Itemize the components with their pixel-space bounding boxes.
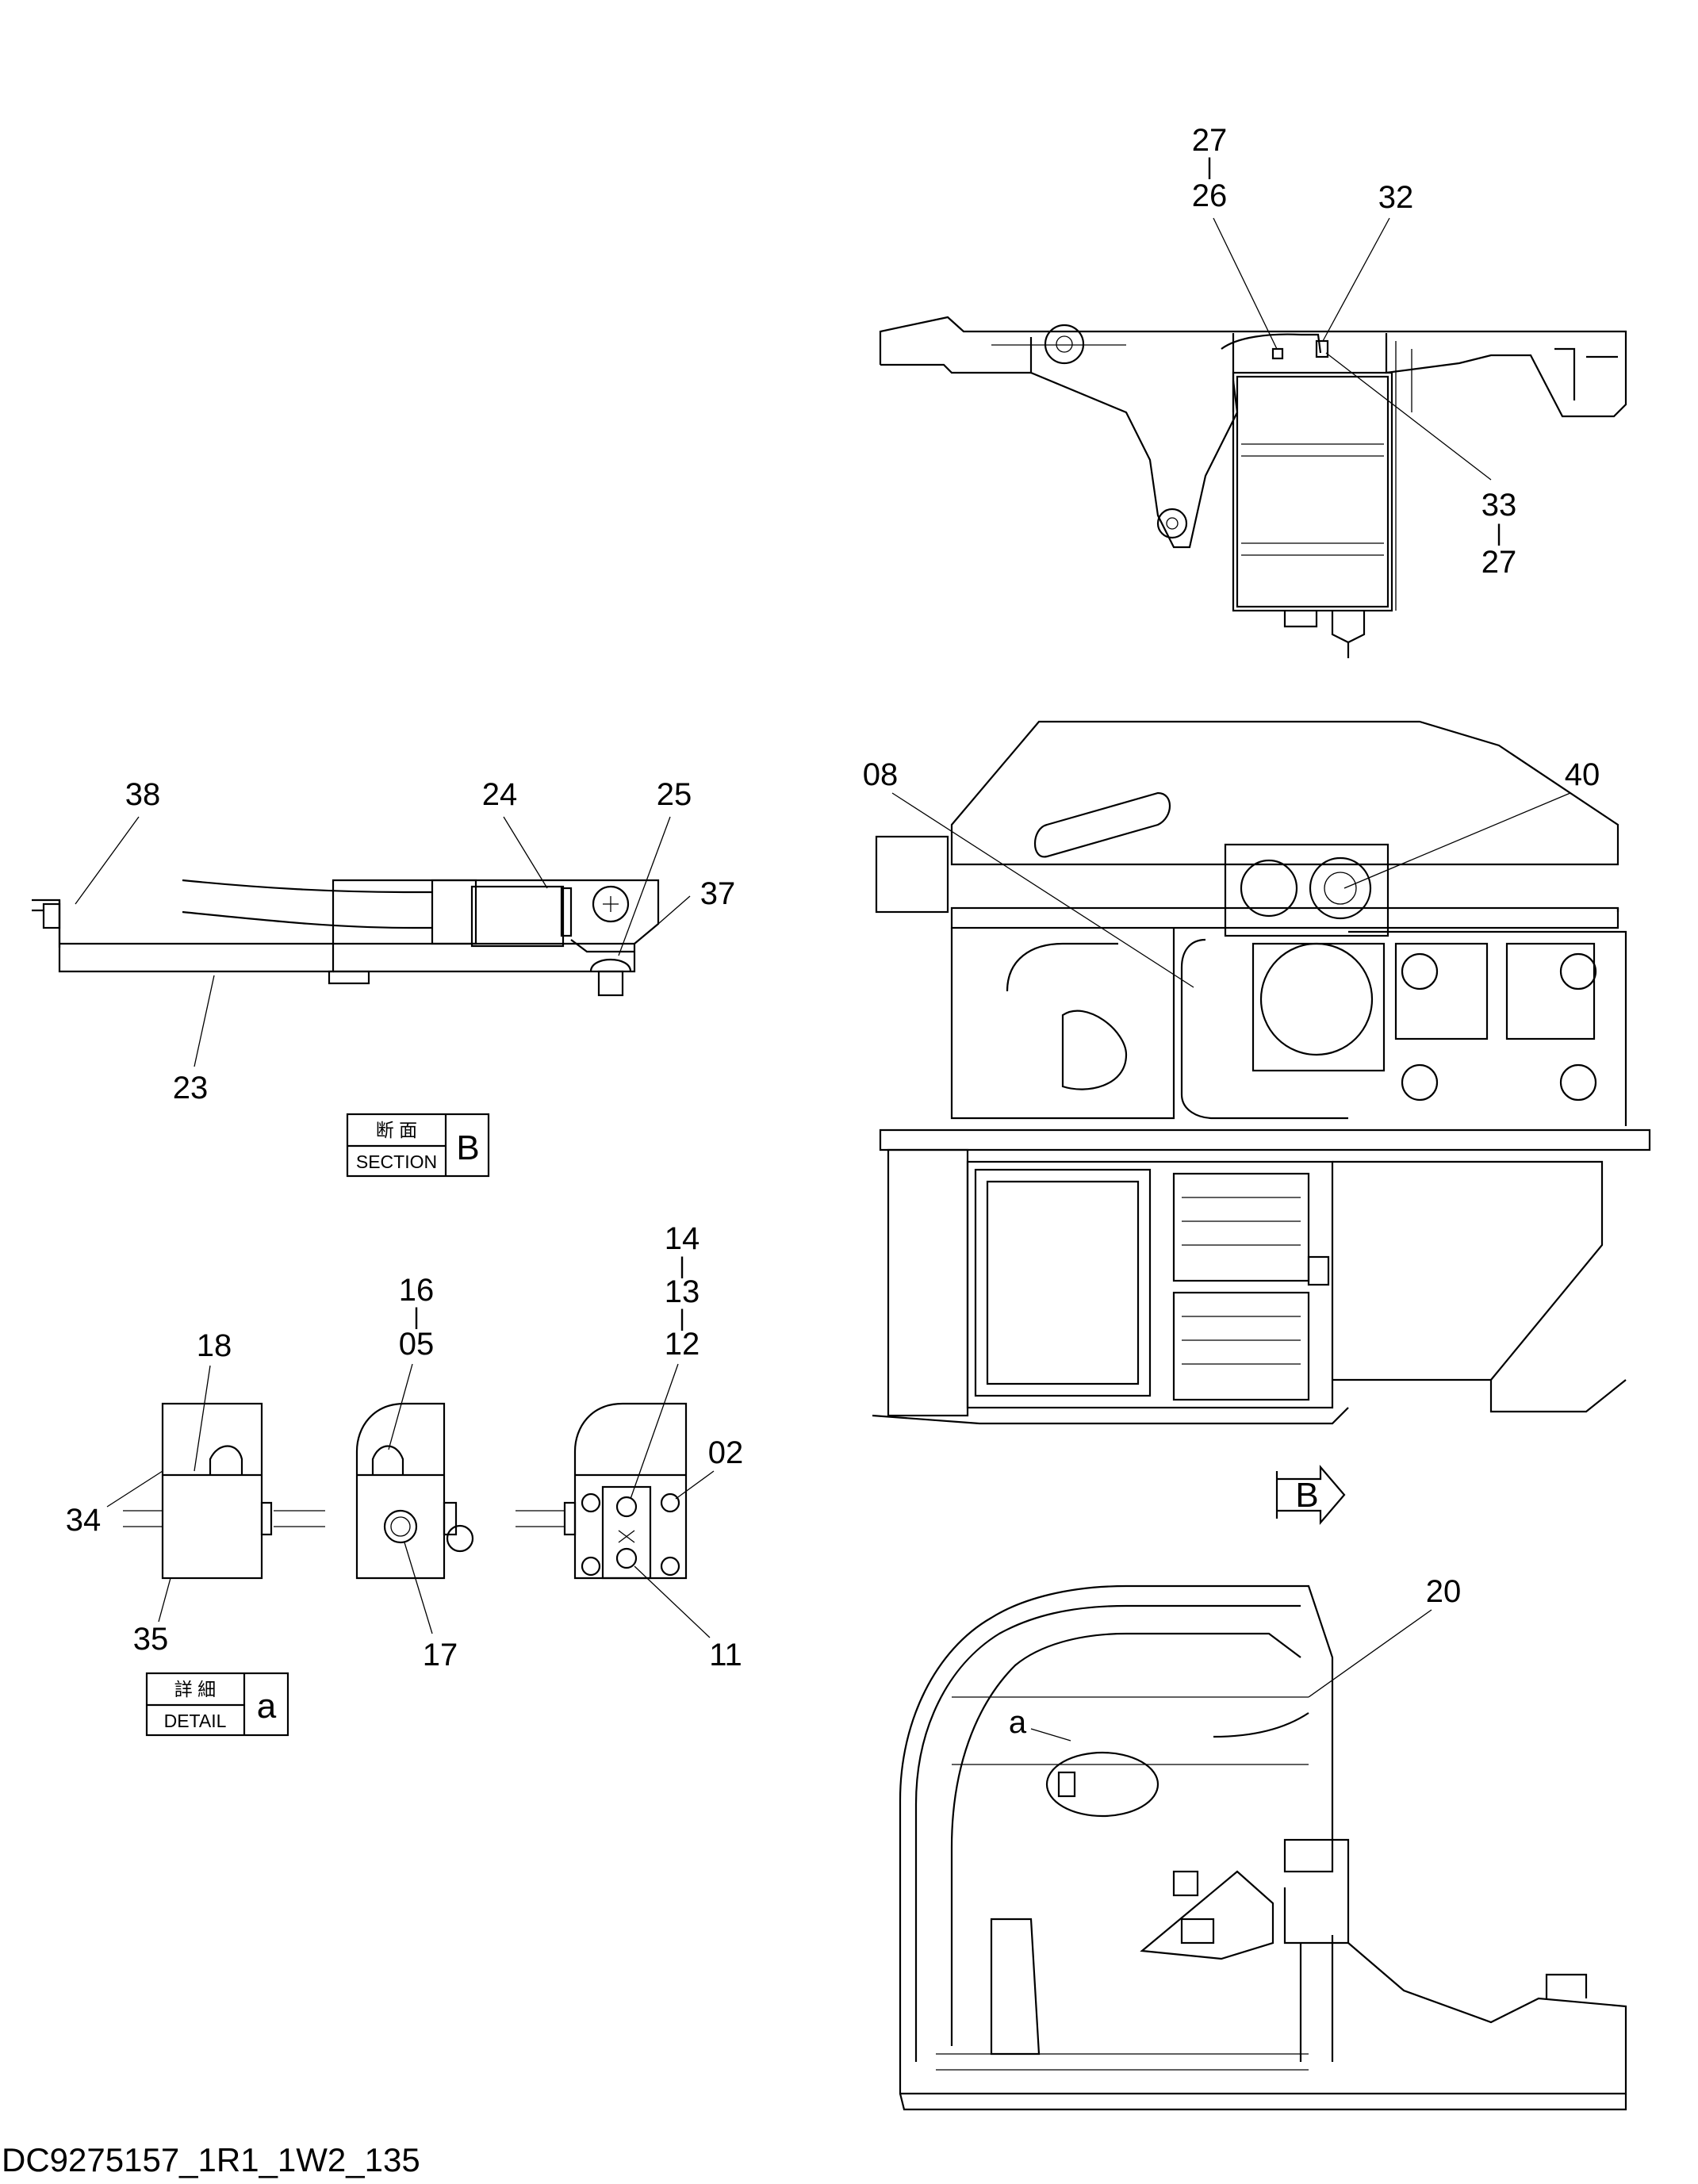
- leader-40: [1343, 792, 1571, 889]
- leader-12: [630, 1363, 679, 1500]
- leader-detail-a: [1030, 1728, 1071, 1741]
- callout-18: 18: [197, 1328, 232, 1363]
- detail-a-callouts: 18 16 | 05 14 | 13 | 12 02 34 35 17 11: [66, 1221, 744, 1672]
- leader-18: [194, 1365, 211, 1472]
- section-b-letter: B: [456, 1128, 479, 1167]
- leader-24: [503, 816, 548, 889]
- leader-26: [1213, 217, 1278, 350]
- callout-16: 16: [399, 1273, 435, 1308]
- callout-34: 34: [66, 1503, 102, 1538]
- separator: |: [1496, 520, 1502, 546]
- callout-40: 40: [1565, 757, 1600, 792]
- callout-25: 25: [657, 777, 692, 812]
- leader-34: [106, 1470, 163, 1508]
- detail-a-label: 詳 細 DETAIL a: [145, 1672, 289, 1737]
- drawing-code: DC9275157_1R1_1W2_135: [2, 2141, 420, 2178]
- separator: |: [679, 1253, 685, 1279]
- callout-20: 20: [1426, 1574, 1462, 1609]
- view-arrow-b: B: [1275, 1465, 1346, 1525]
- section-b-callouts: 38 24 25 37 23: [75, 777, 735, 1105]
- detail-a-letter: a: [257, 1687, 277, 1726]
- callout-17: 17: [423, 1638, 458, 1672]
- callout-08: 08: [863, 757, 899, 792]
- leader-17: [404, 1542, 433, 1634]
- callout-02: 02: [708, 1435, 744, 1470]
- leader-33: [1325, 352, 1492, 481]
- leader-32: [1322, 217, 1390, 342]
- callout-27-top: 27: [1192, 123, 1228, 158]
- detail-a-word: DETAIL: [164, 1711, 227, 1731]
- callout-32: 32: [1378, 180, 1414, 215]
- callout-13: 13: [665, 1274, 700, 1309]
- callout-11: 11: [709, 1638, 742, 1672]
- leader-11: [634, 1565, 711, 1638]
- top-frame-view: [879, 316, 1627, 658]
- callout-33: 33: [1481, 488, 1517, 523]
- callout-27-bottom: 27: [1481, 545, 1517, 580]
- callout-24: 24: [482, 777, 518, 812]
- callout-23: 23: [173, 1071, 209, 1105]
- separator: |: [679, 1305, 685, 1331]
- leader-05: [388, 1363, 413, 1450]
- separator: |: [413, 1304, 420, 1330]
- callout-14: 14: [665, 1221, 700, 1256]
- detail-a-view: [123, 1402, 688, 1580]
- view-arrow-letter: B: [1295, 1476, 1318, 1515]
- section-b-word: SECTION: [356, 1151, 437, 1172]
- leader-35: [158, 1577, 171, 1623]
- top-callouts: 27 | 26 32 33 | 27: [1192, 123, 1517, 580]
- middle-callouts: 08 40: [863, 757, 1600, 988]
- separator: |: [1206, 154, 1213, 180]
- leader-25: [618, 816, 671, 956]
- detail-ref-a: a: [1009, 1705, 1027, 1740]
- middle-frame-view: [872, 720, 1651, 1425]
- leader-38: [75, 816, 140, 905]
- bottom-cab-view: [899, 1584, 1627, 2111]
- callout-35: 35: [133, 1622, 169, 1657]
- section-b-label: 断 面 SECTION B: [346, 1113, 490, 1178]
- callout-37: 37: [700, 876, 736, 911]
- callout-26: 26: [1192, 178, 1228, 213]
- callout-38: 38: [125, 777, 161, 812]
- callout-12: 12: [665, 1327, 700, 1362]
- bottom-callouts: 20 a: [1009, 1574, 1461, 1741]
- section-b-kanji: 断 面: [376, 1120, 417, 1140]
- callout-05: 05: [399, 1327, 435, 1362]
- leader-37: [657, 895, 691, 925]
- section-b-view: [32, 879, 660, 997]
- leader-23: [194, 975, 215, 1067]
- detail-a-kanji: 詳 細: [174, 1679, 216, 1699]
- leader-20: [1308, 1609, 1432, 1698]
- leader-08: [891, 792, 1194, 988]
- leader-02: [675, 1470, 715, 1500]
